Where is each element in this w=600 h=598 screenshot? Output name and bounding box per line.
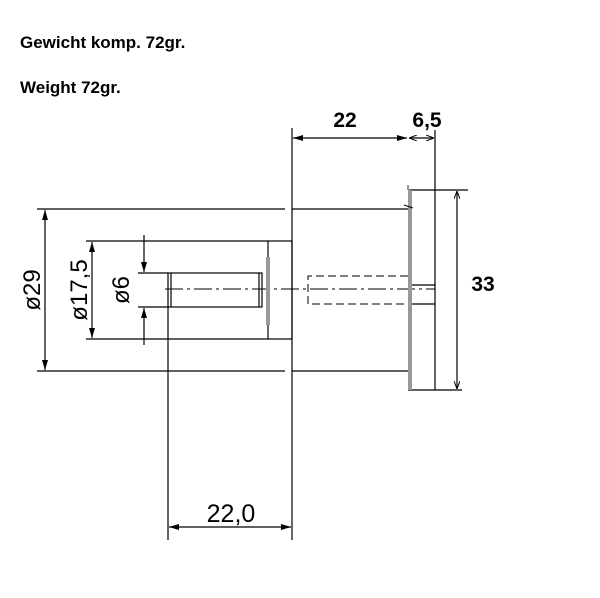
dim-label-d17-5: ø17,5 [66, 259, 93, 320]
dim-label-22-0: 22,0 [207, 500, 256, 528]
dim-label-6-5: 6,5 [412, 109, 442, 132]
hidden-bore [307, 275, 408, 305]
washer [266, 257, 270, 325]
dim-label-d29: ø29 [19, 269, 46, 310]
hub [267, 240, 293, 340]
weight-label-english: Weight 72gr. [20, 78, 121, 97]
dim-label-33: 33 [471, 273, 494, 296]
dim-label-d6: ø6 [108, 276, 135, 304]
pin [167, 272, 263, 308]
weight-label-german: Gewicht komp. 72gr. [20, 33, 186, 52]
dim-label-22: 22 [333, 109, 356, 132]
flange-plate [408, 190, 412, 390]
